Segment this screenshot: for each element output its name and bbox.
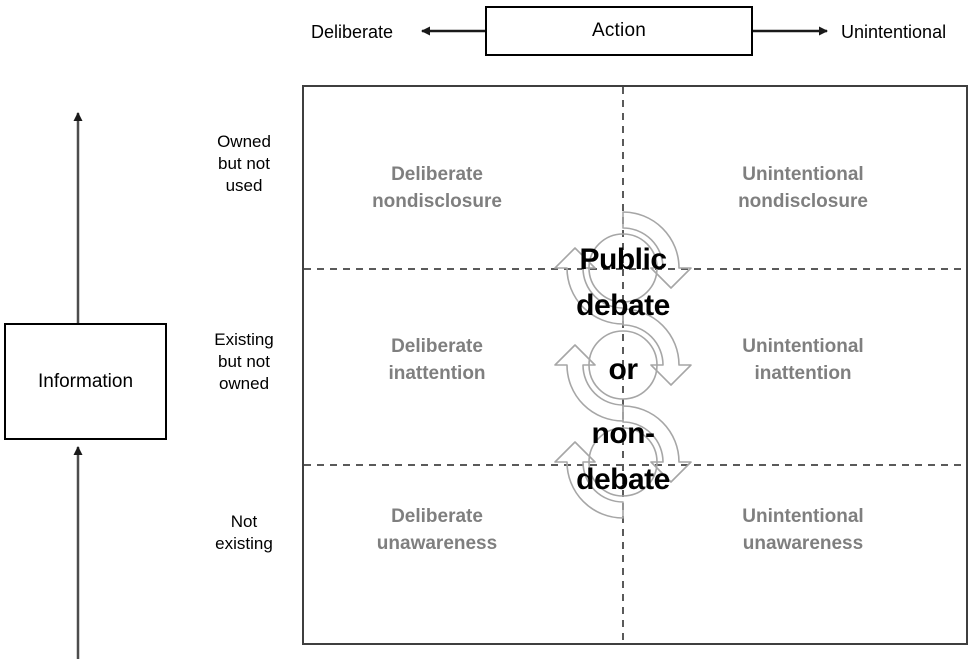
information-box: Information (4, 323, 167, 440)
center-text-line4: non- (591, 417, 655, 450)
action-box: Action (485, 6, 753, 56)
axis-label-deliberate: Deliberate (311, 22, 394, 42)
action-box-label: Action (591, 20, 646, 41)
center-text-line1: Public (579, 243, 667, 276)
center-text-line3: or (608, 353, 639, 386)
center-text-line2: debate (576, 289, 670, 322)
center-text-line5: debate (576, 463, 670, 496)
axis-label-unintentional: Unintentional (841, 22, 947, 42)
information-box-label: Information (37, 370, 134, 392)
center-cycle-text: Public debate or non- debate (538, 237, 708, 503)
